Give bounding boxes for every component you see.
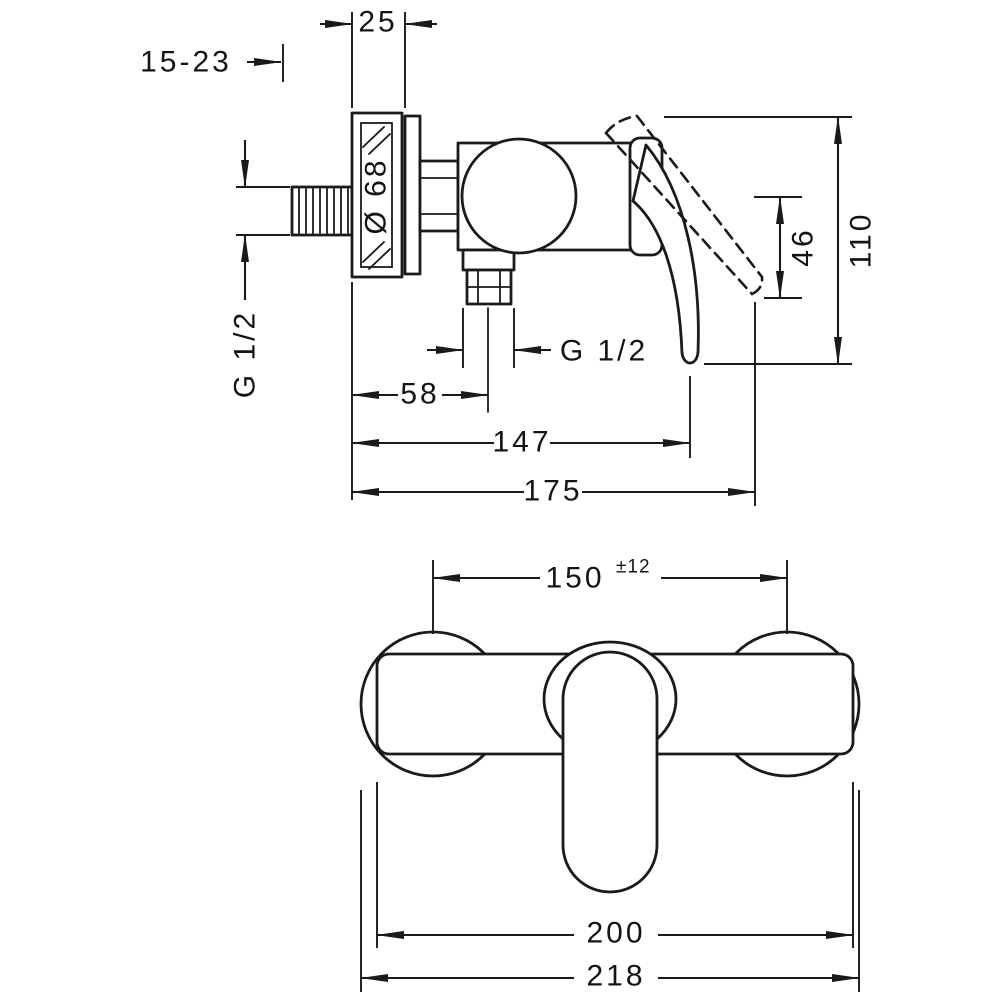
inlet-thread-extension-lines	[236, 186, 290, 236]
plate-strip	[403, 114, 422, 276]
dim-15-23-label: 15-23	[140, 46, 232, 79]
dim-58-label: 58	[400, 378, 439, 411]
dim-150-tolerance-label: ±12	[616, 557, 651, 578]
inlet-thread-label: G 1/2	[229, 310, 262, 398]
cartridge-circle	[460, 137, 578, 255]
dim-200-extension-lines	[376, 782, 854, 948]
dim-46-label: 46	[787, 227, 820, 266]
handle-lever-dashed-top	[604, 114, 639, 135]
outlet-thread-lines	[466, 269, 512, 305]
handle-lever-dashed-tip	[750, 275, 764, 296]
outlet-thread-extension-lines	[462, 308, 515, 368]
dim-218-extension-lines	[360, 790, 860, 992]
dim-110-label: 110	[845, 212, 878, 269]
dim-218-label: 218	[586, 960, 645, 993]
plate-diameter-label: Ø 68	[360, 157, 393, 234]
front-view: 150 ±12 200 218	[359, 557, 861, 993]
dim-25-label: 25	[358, 6, 397, 39]
handle-lever-front	[561, 650, 659, 894]
dim-150-label: 150	[545, 562, 604, 595]
inlet-pipe-thread-lines	[298, 186, 349, 236]
outlet-thread-label: G 1/2	[560, 335, 648, 368]
dim-110-extension-lines	[664, 116, 852, 365]
dim-200-label: 200	[586, 917, 645, 950]
dim-147-label: 147	[492, 426, 551, 459]
side-view: Ø 68 25 15-23 G 1/2	[140, 6, 877, 508]
handle-lever-dashed-edge	[604, 131, 754, 296]
hex-connector	[418, 159, 460, 233]
handle-lever-dashed-edge	[635, 114, 764, 279]
dim-175-label: 175	[523, 475, 582, 508]
wall-plate-hatch	[362, 126, 391, 270]
inlet-pipe	[290, 185, 354, 237]
wall-plate-inner	[360, 122, 393, 268]
dim-150-extension-lines	[432, 560, 788, 634]
dim-25-extension-lines	[351, 12, 406, 108]
hex-connector-facets	[419, 177, 459, 215]
